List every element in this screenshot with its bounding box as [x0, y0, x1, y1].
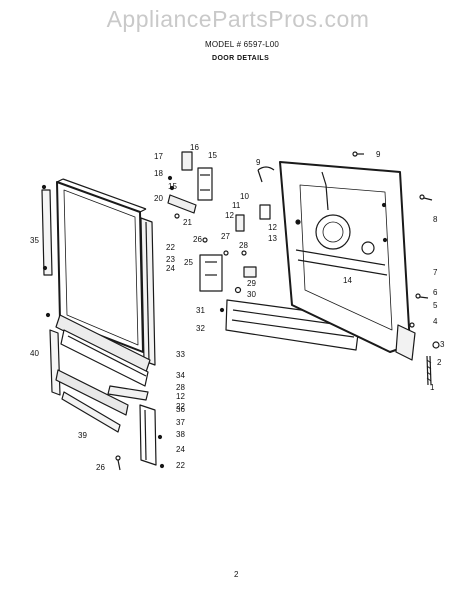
hinge-parts: [167, 151, 213, 219]
callout-36: 36: [176, 405, 185, 414]
inner-door-frame: [279, 161, 411, 353]
callout-40: 40: [30, 349, 39, 358]
page-number: 2: [234, 570, 239, 579]
lower-bracket: [139, 404, 165, 469]
callout-31: 31: [196, 306, 205, 315]
callout-38: 38: [176, 430, 185, 439]
callout-12b: 12: [268, 223, 277, 232]
bottom-rails: [55, 314, 151, 401]
callout-5: 5: [433, 301, 438, 310]
callout-15a: 15: [208, 151, 217, 160]
callout-22a: 22: [166, 243, 175, 252]
callout-23: 23: [166, 255, 175, 264]
section-title: DOOR DETAILS: [212, 55, 270, 62]
callout-26b: 26: [96, 463, 105, 472]
callout-27: 27: [221, 232, 230, 241]
callout-29: 29: [247, 279, 256, 288]
rail-39: [55, 369, 129, 433]
callout-8: 8: [433, 215, 438, 224]
callout-17: 17: [154, 152, 163, 161]
callout-16: 16: [190, 143, 199, 152]
right-hardware: [352, 151, 440, 386]
callout-24b: 24: [176, 445, 185, 454]
callout-2: 2: [437, 358, 442, 367]
callout-7: 7: [433, 268, 438, 277]
trim-strip-33: [140, 217, 156, 366]
callout-13: 13: [268, 234, 277, 243]
callout-1: 1: [430, 383, 435, 392]
callout-34: 34: [176, 371, 185, 380]
callout-14: 14: [343, 276, 352, 285]
callout-3: 3: [440, 340, 445, 349]
callout-18: 18: [154, 169, 163, 178]
callout-15b: 15: [168, 182, 177, 191]
callout-22c: 22: [176, 461, 185, 470]
callout-26a: 26: [193, 235, 202, 244]
callout-9: 9: [256, 158, 261, 167]
callout-22b: 22: [176, 402, 185, 411]
callout-24a: 24: [166, 264, 175, 273]
callout-10: 10: [240, 192, 249, 201]
callout-21: 21: [183, 218, 192, 227]
callout-25: 25: [184, 258, 193, 267]
callout-4: 4: [433, 317, 438, 326]
screw-26-bottom: [115, 455, 121, 471]
door-panel: [56, 178, 147, 353]
callout-6: 6: [433, 288, 438, 297]
callout-35: 35: [30, 236, 39, 245]
side-strip-35: [41, 184, 53, 276]
callout-37: 37: [176, 418, 185, 427]
callout-12c: 12: [176, 392, 185, 401]
model-number: MODEL # 6597-L00: [205, 40, 280, 49]
callout-11: 11: [232, 201, 241, 210]
callout-9a: 9: [376, 150, 381, 159]
callout-20: 20: [154, 194, 163, 203]
callout-28b: 28: [176, 383, 185, 392]
callout-28a: 28: [239, 241, 248, 250]
callout-12a: 12: [225, 211, 234, 220]
callout-32: 32: [196, 324, 205, 333]
callout-39: 39: [78, 431, 87, 440]
latch-parts: [199, 166, 275, 313]
callout-33: 33: [176, 350, 185, 359]
site-watermark: AppliancePartsPros.com: [106, 6, 370, 32]
callout-30: 30: [247, 290, 256, 299]
callout-labels: 1 2 3 4 5 6 7 9 8 9 10 11 12 12 13 14 15…: [30, 143, 445, 472]
